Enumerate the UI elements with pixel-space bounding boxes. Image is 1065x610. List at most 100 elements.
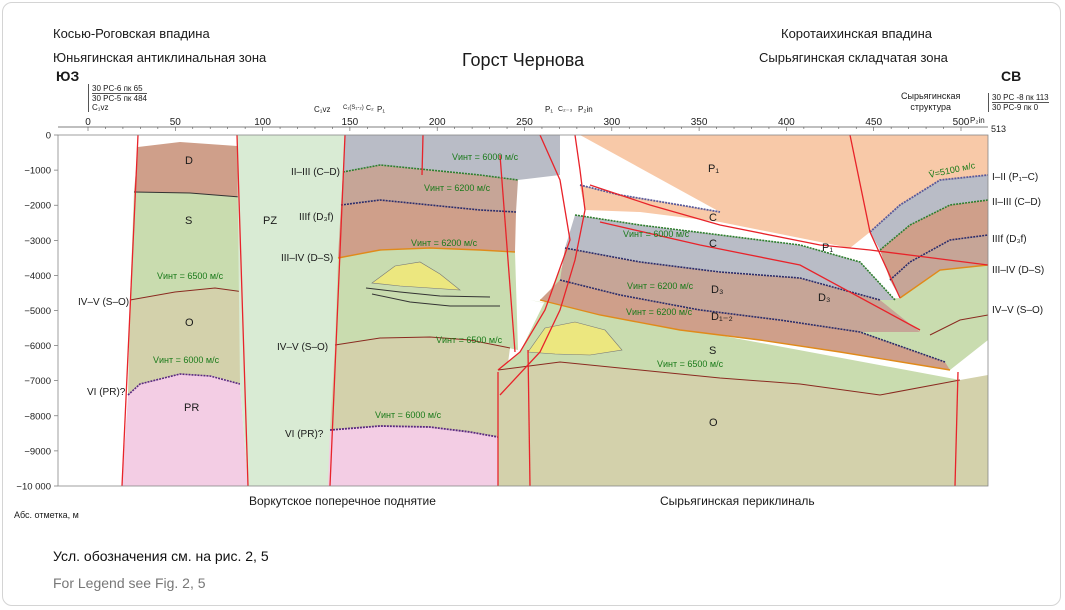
horizon-label-right-iv-v: IV–V (S–O) — [992, 305, 1044, 316]
y-axis-tick-label: 0 — [46, 131, 51, 142]
unit-pz — [237, 135, 345, 486]
well-block-left: 30 PC-6 пк 65 30 PC-5 пк 484 C₁vz — [88, 84, 147, 112]
horizon-label-left-ivv: IV–V (S–O) — [78, 297, 130, 308]
right-zone-title: Сырьягинская складчатая зона — [759, 50, 948, 65]
unit-d-mid — [338, 200, 516, 258]
horizon-label-mid-iv-v: IV–V (S–O) — [277, 342, 329, 353]
unit-c-right-lower — [565, 215, 895, 300]
x-axis-tick-label: 150 — [342, 117, 359, 128]
y-axis-tick-label: −1000 — [24, 166, 51, 177]
velocity-label-8: Vинт = 6000 м/с — [623, 229, 690, 239]
y-axis-tick-label: −8000 — [24, 411, 51, 422]
x-axis-tick-label: 350 — [691, 117, 708, 128]
velocity-label-3: Vинт = 6000 м/с — [452, 152, 519, 162]
unit-label-o: O — [185, 317, 194, 329]
velocity-label-9: Vинт = 6200 м/с — [627, 281, 694, 291]
horizon-vi-left — [127, 373, 241, 396]
velocity-label-7: Vинт = 6000 м/с — [375, 410, 442, 420]
unit-label-o-right: O — [709, 417, 718, 429]
y-axis-tick-label: −9000 — [24, 446, 51, 457]
unit-label-s: S — [185, 215, 193, 227]
y-axis-label: Абс. отметка, м — [14, 510, 79, 520]
unit-d3-right — [560, 248, 920, 332]
lens-right — [527, 321, 623, 356]
unit-p1-right-east — [870, 175, 988, 250]
right-region-title: Коротаихинская впадина — [781, 26, 933, 41]
top-mark-3: C₂ — [366, 105, 374, 112]
horizon-label-right-i-ii: I–II (P₁–C) — [992, 172, 1039, 183]
velocity-label-4: Vинт = 6200 м/с — [424, 183, 491, 193]
well-right-end: 513 — [991, 124, 1007, 134]
well-left-2: 30 PC-5 пк 484 — [92, 93, 147, 103]
x-axis-tick-label: 450 — [865, 117, 882, 128]
unit-s-mid — [335, 248, 518, 350]
faults — [121, 135, 988, 486]
horizon-ii-iii-mid — [342, 164, 519, 181]
x-axis-tick-label: 400 — [778, 117, 795, 128]
velocity-label-1: Vинт = 6500 м/с — [157, 271, 224, 281]
well-left-3: C₁vz — [92, 103, 109, 112]
unit-c-mid — [343, 135, 560, 180]
structure-label-line1: Сырьягинская — [901, 91, 961, 101]
unit-label-d: D — [185, 155, 193, 167]
x-axis-tick-label: 100 — [254, 117, 271, 128]
horizon-d3f-right — [889, 234, 988, 281]
well-right-3: P₂in — [970, 116, 985, 125]
x-axis-tick-label: 500 — [953, 117, 970, 128]
horizon-label-right-ii-iii: II–III (C–D) — [992, 197, 1041, 208]
horizon-d-s-left — [133, 191, 241, 198]
unit-label-p1-b: P₁ — [822, 242, 834, 254]
strata — [58, 135, 988, 486]
unit-label-c-b: C — [709, 238, 717, 250]
unit-label-pz: PZ — [263, 215, 278, 227]
velocity-label-5: Vинт = 6200 м/с — [411, 238, 478, 248]
horizon-iii-iv-mid — [337, 247, 516, 259]
velocity-label-6: Vинт = 6500 м/с — [436, 335, 503, 345]
y-axis-tick-label: −6000 — [24, 341, 51, 352]
horizon-label-mid-vi: VI (PR)? — [285, 429, 324, 440]
top-mark-1: C₁vz — [314, 105, 331, 114]
horizon-label-right-iii-iv: III–IV (D–S) — [992, 265, 1045, 276]
horizon-c-d-right — [879, 199, 988, 251]
horizon-label-mid-ii-iii: II–III (C–D) — [291, 167, 340, 178]
unit-o-mid — [330, 337, 510, 437]
unit-label-c-a: C — [709, 212, 717, 224]
left-region-title: Косью-Роговская впадина — [53, 26, 210, 41]
x-axis-tick-label: 300 — [603, 117, 620, 128]
unit-d-left — [134, 142, 240, 197]
horizon-label-mid-iii-iv: III–IV (D–S) — [281, 253, 334, 264]
unit-label-d3-b: D₃ — [818, 292, 831, 304]
unit-o-left — [128, 288, 247, 395]
right-direction-label: СВ — [1001, 68, 1022, 84]
lens-mid — [371, 261, 461, 291]
x-axis-tick-label: 250 — [516, 117, 533, 128]
well-right-2: 30 PC-9 пк 0 — [992, 102, 1049, 112]
unit-o-right — [498, 362, 988, 486]
unit-label-d3-a: D₃ — [711, 284, 724, 296]
unit-d3-mid — [341, 165, 518, 212]
unit-label-d12: D₁₋₂ — [711, 311, 733, 323]
horizon-label-left-vi: VI (PR)? — [87, 387, 126, 398]
unit-d12-right — [540, 280, 950, 370]
x-axis-tick-label: 0 — [85, 117, 91, 128]
velocity-label-2: Vинт = 6000 м/с — [153, 355, 220, 365]
y-axis: 0−1000−2000−3000−4000−5000−6000−7000−800… — [16, 131, 58, 493]
unit-s-left — [130, 192, 244, 300]
top-mark-4: P₁ — [377, 105, 386, 114]
well-left-1: 30 PC-6 пк 65 — [92, 84, 143, 93]
bottom-label-left: Воркутское поперечное поднятие — [249, 494, 436, 508]
y-axis-tick-label: −5000 — [24, 306, 51, 317]
horizon-vi-mid — [329, 425, 499, 438]
unit-d-right-east — [880, 200, 988, 280]
y-axis-tick-label: −3000 — [24, 236, 51, 247]
horizon-ivv-left — [129, 287, 245, 301]
unit-label-pr: PR — [184, 402, 200, 414]
horizon-iiif-mid — [340, 199, 517, 213]
legend-ru: Усл. обозначения см. на рис. 2, 5 — [53, 548, 269, 564]
top-mark-5: P₁ — [545, 105, 554, 114]
top-mark-7: P₂in — [578, 105, 593, 114]
horizon-p1-c-right — [869, 174, 988, 233]
section-title: Горст Чернова — [462, 50, 585, 70]
